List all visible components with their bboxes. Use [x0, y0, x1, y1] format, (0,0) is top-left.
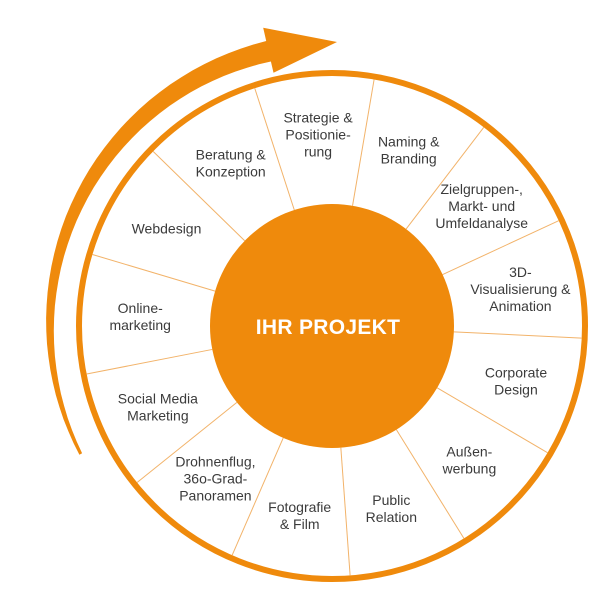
segment-label-line: Beratung & [196, 146, 267, 162]
segment-label-beratung: Beratung &Konzeption [196, 146, 267, 179]
segment-label-line: Relation [366, 509, 417, 525]
segment-label-line: Public [372, 492, 410, 508]
segment-label-fotografie: Fotografie& Film [268, 499, 331, 532]
segment-divider [86, 348, 213, 375]
segment-label-line: & Film [280, 516, 320, 532]
segment-label-drohnenflug: Drohnenflug,36o-Grad-Panoramen [175, 454, 255, 504]
segment-divider [352, 79, 375, 206]
segment-divider [453, 331, 582, 339]
segment-label-online-marketing: Online-marketing [109, 300, 170, 333]
segment-label-line: rung [304, 144, 332, 160]
segment-label-line: Online- [118, 300, 163, 316]
segment-label-line: Umfeldanalyse [435, 215, 528, 231]
segment-divider [405, 127, 485, 230]
segment-label-line: werbung [442, 461, 497, 477]
segment-divider [340, 447, 351, 576]
segment-divider [436, 387, 548, 454]
segment-label-line: marketing [109, 317, 170, 333]
segment-divider [152, 151, 246, 242]
segment-label-line: Webdesign [132, 221, 202, 237]
segment-divider [395, 429, 465, 539]
segment-label-line: Drohnenflug, [175, 454, 255, 470]
segment-label-line: Positionie- [285, 127, 351, 143]
segment-divider [231, 437, 284, 556]
segment-label-line: Markt- und [448, 198, 515, 214]
cycle-arrow-icon [46, 27, 337, 455]
segment-label-line: Panoramen [179, 488, 251, 504]
segment-label-line: Konzeption [196, 163, 266, 179]
segment-divider [442, 220, 559, 276]
segment-label-line: 3D- [509, 264, 532, 280]
segment-label-line: Design [494, 381, 538, 397]
spokes-group [86, 79, 582, 576]
segment-label-visualisierung: 3D-Visualisierung &Animation [470, 264, 571, 314]
segment-label-naming: Naming &Branding [378, 133, 440, 166]
segment-label-line: Animation [489, 298, 551, 314]
segment-labels-group: Strategie &Positionie-rung Naming &Brandi… [109, 110, 571, 532]
segment-label-line: Fotografie [268, 499, 331, 515]
segment-divider [254, 88, 295, 211]
segment-divider [92, 254, 216, 292]
segment-label-line: 36o-Grad- [184, 471, 248, 487]
segment-label-webdesign: Webdesign [132, 221, 202, 237]
center-label: IHR PROJEKT [256, 316, 401, 339]
segment-label-line: Corporate [485, 364, 547, 380]
segment-label-line: Außen- [446, 444, 492, 460]
segment-label-line: Zielgruppen-, [440, 181, 523, 197]
center-circle [210, 204, 454, 448]
segment-label-line: Social Media [118, 390, 198, 406]
segment-divider [136, 402, 238, 483]
segment-label-line: Naming & [378, 133, 440, 149]
segment-label-line: Visualisierung & [470, 281, 571, 297]
segment-label-line: Marketing [127, 407, 188, 423]
segment-label-aussenwerbung: Außen-werbung [442, 444, 497, 477]
segment-label-line: Strategie & [283, 110, 353, 126]
segment-label-strategie: Strategie &Positionie-rung [283, 110, 353, 160]
segment-label-line: Branding [381, 150, 437, 166]
